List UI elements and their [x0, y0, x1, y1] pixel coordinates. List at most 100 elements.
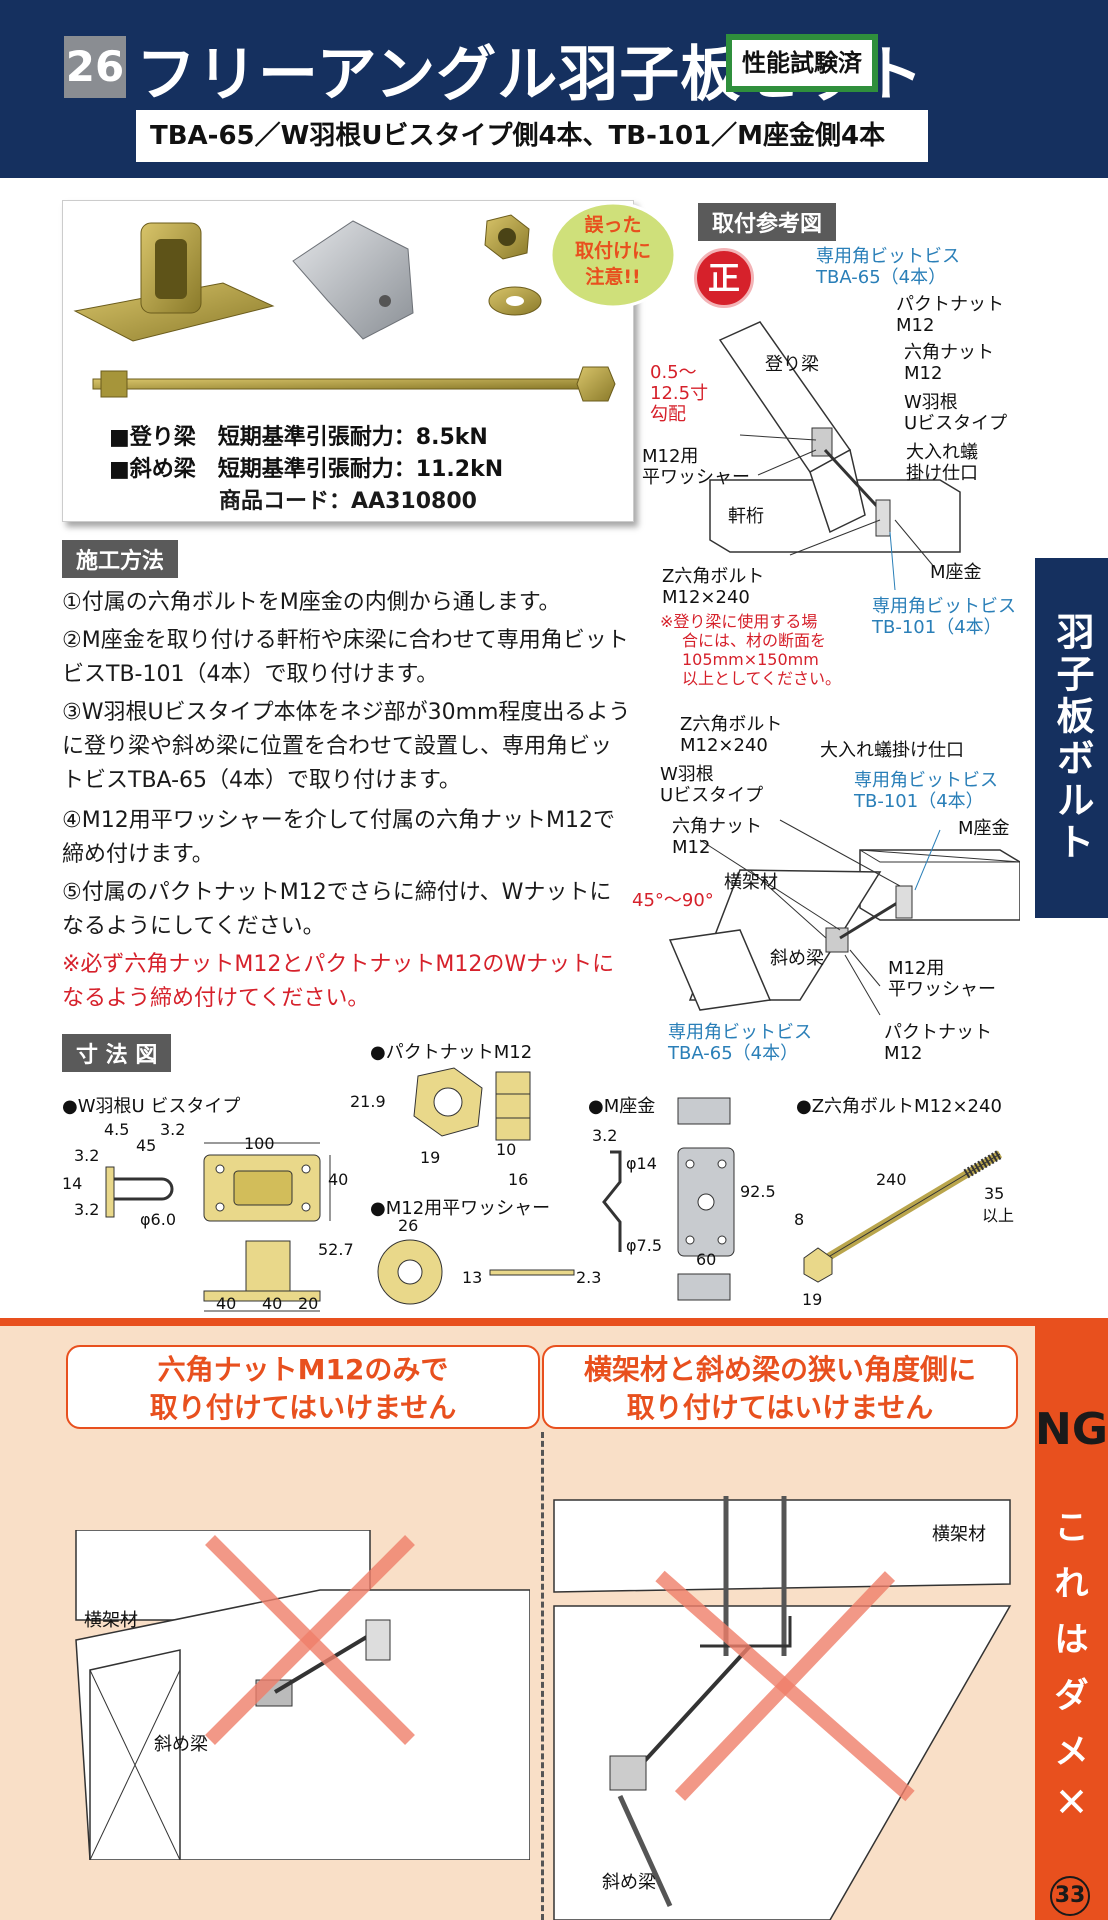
page-number: 33: [1050, 1876, 1090, 1916]
page-subtitle: TBA-65／W羽根Uビスタイプ側4本、TB-101／M座金側4本: [136, 110, 928, 162]
dim-wing-title: ●W羽根U ビスタイプ: [62, 1096, 241, 1117]
dim-wing-3.2a: 3.2: [160, 1120, 186, 1139]
warning-burst: 誤った 取付けに 注意!!: [548, 200, 678, 310]
d1-slope-1: 0.5～: [650, 362, 697, 383]
install-step-2: ②M座金を取り付ける軒桁や床梁に合わせて専用角ビットビスTB-101（4本）で取…: [62, 628, 629, 687]
side-tab-hagoita-bolt: 羽子板ボルト: [1035, 558, 1108, 918]
ng-right-yokokazai: 横架材: [932, 1524, 986, 1545]
dim-wing-40a: 40: [216, 1294, 237, 1313]
d1-pakuto-1: パクトナット: [896, 294, 1004, 315]
dim-pakuto-19: 19: [420, 1148, 441, 1167]
d2-yokokazai: 横架材: [724, 872, 778, 893]
dim-washer-title: ●M12用平ワッシャー: [370, 1198, 551, 1219]
product-photo-illustration: [73, 214, 616, 402]
performance-badge: 性能試験済: [726, 34, 878, 92]
d2-screw-top-2: TB-101（4本）: [854, 791, 984, 812]
ng-left-nanamebari: 斜め梁: [154, 1734, 208, 1755]
d1-bolt-1: Z六角ボルト: [662, 566, 765, 587]
install-step-5: ⑤付属のパクトナットM12でさらに締付け、Wナットになるようにしてください。: [62, 880, 612, 939]
dim-bolt-35: 35: [984, 1184, 1005, 1203]
d2-screw-bottom-1: 専用角ビットビス: [668, 1022, 812, 1043]
d2-washer-2: 平ワッシャー: [888, 979, 996, 1000]
d2-screw-top-1: 専用角ビットビス: [854, 770, 998, 791]
d1-bolt-2: M12×240: [662, 587, 750, 608]
d2-wing-2: Uビスタイプ: [660, 785, 764, 806]
install-step-3: ③W羽根Uビスタイプ本体をネジ部が30mm程度出るように登り梁や斜め梁に位置を合…: [62, 700, 631, 793]
d1-hexnut-2: M12: [904, 363, 943, 384]
performance-badge-label: 性能試験済: [732, 40, 872, 86]
warning-burst-shape: [549, 201, 677, 309]
ng-left-illustration: [75, 1530, 530, 1860]
dim-zagane-92.5: 92.5: [740, 1182, 776, 1201]
warning-line-1: 誤った: [584, 214, 642, 236]
ng-box-1-line-2: 取り付けてはいけません: [149, 1391, 457, 1424]
d2-bolt-1: Z六角ボルト: [680, 714, 783, 735]
dim-bolt-drawing: [803, 1149, 1003, 1283]
ng-center-divider: [541, 1432, 544, 1920]
ng-box-2-line-2: 取り付けてはいけません: [626, 1391, 934, 1424]
ng-side-char-3: は: [1054, 1620, 1089, 1660]
ng-side-char-1: こ: [1054, 1508, 1089, 1548]
dim-zagane-drawing: [602, 1097, 735, 1301]
d2-screw-bottom-2: TBA-65（4本）: [668, 1043, 799, 1064]
d1-noboribari: 登り梁: [765, 354, 819, 375]
dim-washer-drawing: [377, 1239, 575, 1305]
product-strength-noboribari: ■登り梁 短期基準引張耐力：8.5kN: [109, 425, 488, 450]
ng-box-1-line-1: 六角ナットM12のみで: [157, 1353, 449, 1386]
d1-screw-top-1: 専用角ビットビス: [816, 246, 960, 267]
d2-wing-1: W羽根: [660, 764, 714, 785]
dim-pakuto-title: ●パクトナットM12: [370, 1042, 533, 1063]
d1-slope-3: 勾配: [650, 404, 686, 425]
dim-wing-40b: 40: [262, 1294, 283, 1313]
dim-zagane-3.2: 3.2: [592, 1126, 618, 1145]
dim-wing-40: 40: [328, 1170, 349, 1189]
dim-bolt-title: ●Z六角ボルトM12×240: [796, 1096, 1002, 1117]
reference-diagram-2: [668, 819, 1020, 1016]
d1-wing-2: Uビスタイプ: [904, 413, 1008, 434]
d1-m-zagane: M座金: [930, 562, 982, 583]
reference-section-label: 取付参考図: [698, 203, 837, 241]
d1-washer-2: 平ワッシャー: [642, 467, 750, 488]
dim-wing-20: 20: [298, 1294, 319, 1313]
d1-note-1: ※登り梁に使用する場: [660, 612, 818, 631]
product-photo-box: ■登り梁 短期基準引張耐力：8.5kN ■斜め梁 短期基準引張耐力：11.2kN…: [62, 200, 634, 522]
d1-hexnut-1: 六角ナット: [904, 342, 994, 363]
dim-bolt-19: 19: [802, 1290, 823, 1309]
d1-oire-2: 掛け仕口: [906, 463, 978, 484]
dim-washer-26: 26: [398, 1216, 419, 1235]
dim-wing-drawing: [105, 1142, 331, 1312]
dim-wing-100: 100: [244, 1134, 275, 1153]
ng-box-1: 六角ナットM12のみで 取り付けてはいけません: [66, 1345, 540, 1429]
d1-nokigeta: 軒桁: [728, 506, 764, 527]
product-code: 商品コード：AA310800: [219, 489, 477, 514]
dim-pakuto-drawing: [413, 1067, 531, 1141]
dim-pakuto-16: 16: [508, 1170, 529, 1189]
dim-bolt-240: 240: [876, 1170, 907, 1189]
d1-screw-bottom-2: TB-101（4本）: [872, 617, 1002, 638]
dim-wing-3.2b: 3.2: [74, 1146, 100, 1165]
dim-wing-phi6: φ6.0: [140, 1210, 176, 1229]
d1-screw-bottom-1: 専用角ビットビス: [872, 596, 1016, 617]
ng-side-char-4: ダ: [1054, 1676, 1089, 1716]
dim-wing-4.5: 4.5: [104, 1120, 130, 1139]
ng-divider-bar: [0, 1318, 1108, 1326]
d2-m-zagane: M座金: [958, 818, 1010, 839]
dim-wing-3.2c: 3.2: [74, 1200, 100, 1219]
correct-mark: 正: [694, 248, 754, 308]
dim-wing-14: 14: [62, 1174, 83, 1193]
ng-side-band: [1035, 1318, 1108, 1920]
dim-zagane-phi7.5: φ7.5: [626, 1236, 662, 1255]
d1-pakuto-2: M12: [896, 315, 935, 336]
warning-line-2: 取付けに: [574, 240, 651, 262]
ng-box-2: 横架材と斜め梁の狭い角度側に 取り付けてはいけません: [542, 1345, 1018, 1429]
ng-right-nanamebari: 斜め梁: [602, 1872, 656, 1893]
d1-screw-top-2: TBA-65（4本）: [816, 267, 947, 288]
dimensions-section-label: 寸 法 図: [62, 1034, 172, 1072]
ng-side-char-2: れ: [1054, 1564, 1089, 1604]
d2-pakuto-2: M12: [884, 1043, 923, 1064]
dim-washer-2.3: 2.3: [576, 1268, 602, 1287]
install-step-4: ④M12用平ワッシャーを介して付属の六角ナットM12で締め付けます。: [62, 808, 616, 867]
page-section-number: 26: [64, 36, 126, 98]
d2-oire: 大入れ蟻掛け仕口: [820, 740, 964, 761]
d1-slope-2: 12.5寸: [650, 383, 709, 404]
